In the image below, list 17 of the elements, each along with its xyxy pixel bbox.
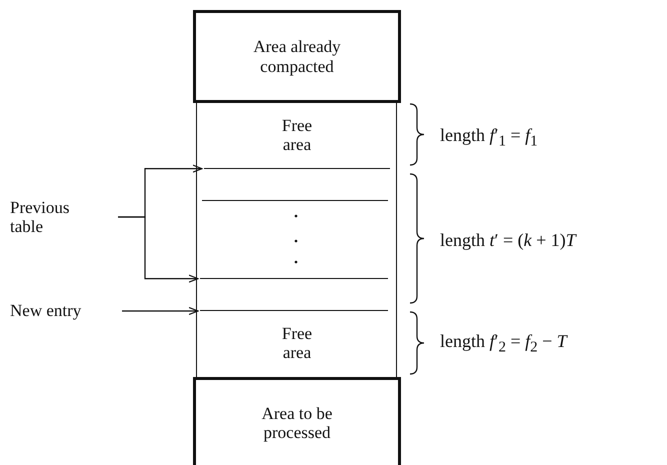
arrow xyxy=(122,306,199,316)
table-entry-line xyxy=(200,278,388,280)
table-entry-line xyxy=(204,168,390,170)
area-label: Free area xyxy=(280,116,314,154)
area-label: Free area xyxy=(280,324,314,362)
length-formula: length f′$_{1}$ = f$_{1}$ xyxy=(440,126,538,150)
area-label: Previous table xyxy=(10,198,70,236)
table-entry-line xyxy=(202,200,388,202)
area-label: New entry xyxy=(10,301,82,321)
area-label: Area already compacted xyxy=(252,37,342,76)
length-formula: length t′ = (k + 1)T xyxy=(440,231,576,249)
memory-area-box xyxy=(193,10,401,103)
arrow xyxy=(118,216,199,283)
table-entry-line xyxy=(200,310,388,312)
length-formula: length f′$_{2}$ = f$_{2}$ − T xyxy=(440,332,567,356)
area-label: Area to be processed xyxy=(260,404,334,442)
memory-area-box xyxy=(193,377,401,465)
